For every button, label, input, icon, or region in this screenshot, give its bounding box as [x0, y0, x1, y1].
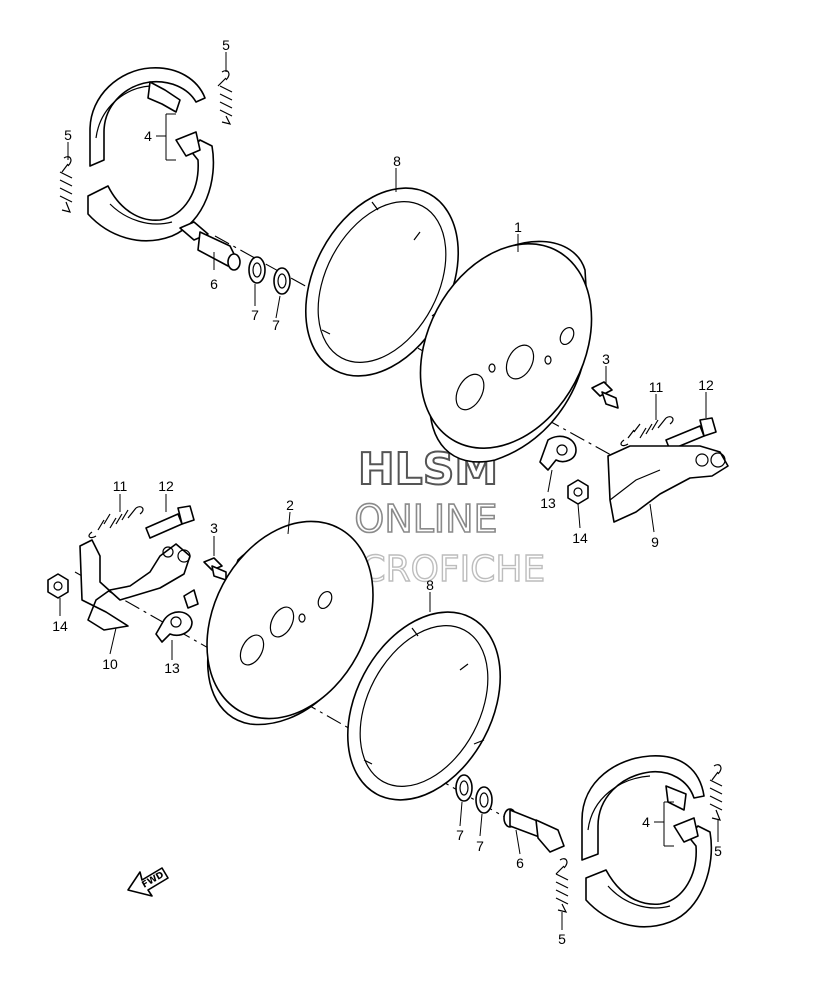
- brake-shoe-top-lower: [87, 131, 215, 242]
- callout-6-top: 6: [210, 276, 218, 292]
- callout-7-bottom-1: 7: [456, 827, 464, 843]
- leader-lines: [59, 52, 719, 930]
- callout-3-bottom: 3: [210, 520, 218, 536]
- callout-14-bottom: 14: [52, 618, 68, 634]
- nut-bottom: [47, 573, 69, 599]
- callout-5-bottom-right: 5: [714, 843, 722, 859]
- fwd-direction-marker: FWD: [127, 867, 169, 897]
- bolt-bottom-left: [145, 505, 195, 539]
- brake-shoe-top-upper: [89, 67, 206, 167]
- camshaft-bottom: [503, 808, 565, 853]
- spring-top-right: [620, 416, 674, 447]
- washer-top-2: [273, 267, 291, 295]
- seal-ring-bottom: [346, 611, 502, 801]
- washer-bottom-1: [455, 774, 473, 802]
- callout-2: 2: [286, 497, 294, 513]
- cam-lever-top: [607, 445, 729, 523]
- bolt-top-right: [665, 417, 717, 451]
- brake-panel-bottom: [206, 520, 374, 726]
- nut-top: [567, 479, 589, 505]
- arrow-left-down-icon: [127, 867, 169, 897]
- callout-5-top-left: 5: [64, 127, 72, 143]
- indicator-plate-top: [539, 435, 577, 471]
- callout-10: 10: [102, 656, 118, 672]
- callout-11-bottom: 11: [113, 478, 128, 494]
- callout-7-bottom-2: 7: [476, 838, 484, 854]
- camshaft-top: [179, 221, 241, 271]
- indicator-plate-bottom: [155, 589, 199, 643]
- bolt-bottom: [203, 557, 227, 581]
- callout-7-top-2: 7: [272, 317, 280, 333]
- callout-5-top-right: 5: [222, 37, 230, 53]
- washer-bottom-2: [475, 786, 493, 814]
- callout-1: 1: [514, 219, 522, 235]
- callout-8-top: 8: [393, 153, 401, 169]
- callout-12-top: 12: [698, 377, 714, 393]
- spring-bottom-left: [88, 506, 144, 539]
- spring-top-2: [59, 156, 73, 213]
- callout-3-top: 3: [602, 351, 610, 367]
- callout-5-bottom-left: 5: [558, 931, 566, 947]
- callout-11-top: 11: [649, 379, 664, 395]
- callout-13-bottom: 13: [164, 660, 180, 676]
- callout-8-bottom: 8: [426, 577, 434, 593]
- spring-bottom-1: [555, 858, 569, 913]
- watermark-line-2: ONLINE: [354, 497, 497, 541]
- callout-4-bottom: 4: [642, 814, 650, 830]
- brake-shoe-bottom-lower: [585, 817, 713, 928]
- spring-top-1: [217, 70, 233, 125]
- bolt-top: [591, 381, 619, 409]
- washer-top-1: [248, 256, 266, 284]
- callout-6-bottom: 6: [516, 855, 524, 871]
- callout-9: 9: [651, 534, 659, 550]
- callout-4-top: 4: [144, 128, 152, 144]
- callout-13-top: 13: [540, 495, 556, 511]
- cam-lever-bottom: [79, 539, 191, 631]
- callout-12-bottom: 12: [158, 478, 174, 494]
- spring-bottom-2: [709, 764, 723, 821]
- brake-panel-top: [419, 240, 593, 463]
- brake-shoe-bottom-upper: [581, 755, 705, 861]
- callout-7-top-1: 7: [251, 307, 259, 323]
- callout-labels: 5 5 4 8 1 6 7 7 3 11 12 13 14 9 11 12 2 …: [52, 37, 722, 947]
- callout-14-top: 14: [572, 530, 588, 546]
